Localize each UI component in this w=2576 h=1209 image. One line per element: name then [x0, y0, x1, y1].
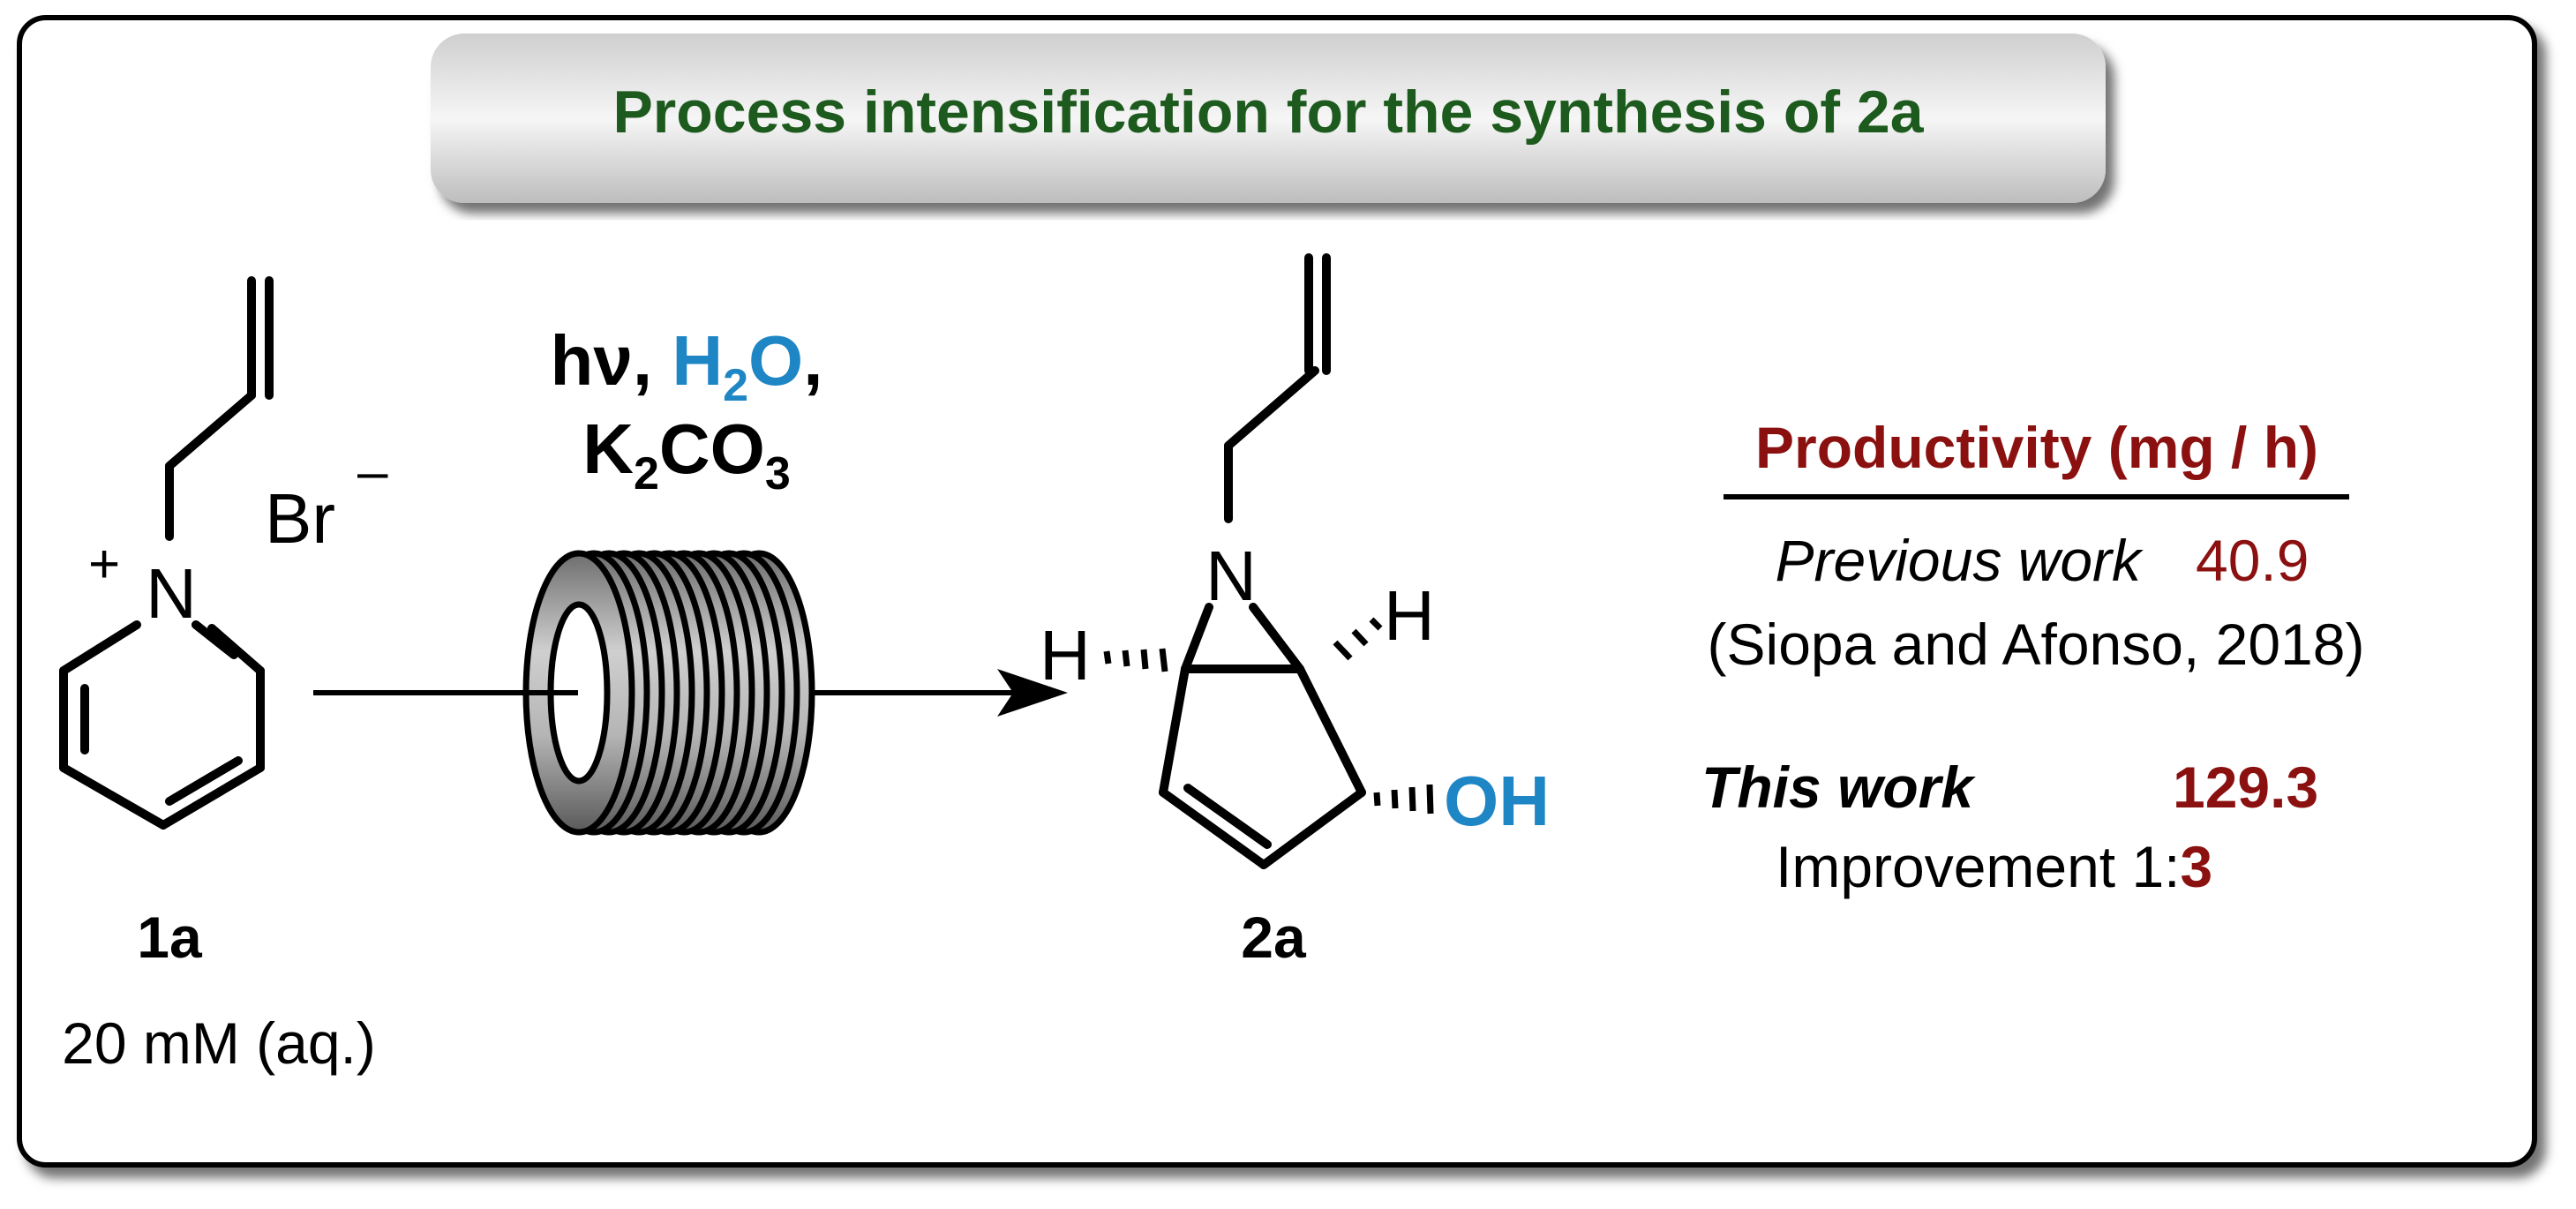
reaction-arrow — [313, 669, 1068, 717]
banner-title: Process intensification for the synthesi… — [612, 79, 1924, 146]
improvement-label: Improvement 1: — [1776, 834, 2181, 899]
stereo-hash-bonds — [1103, 617, 1434, 815]
hydrogen-right: H — [1384, 576, 1435, 655]
improvement-line: Improvement 1:3 — [1776, 834, 2212, 899]
bromide-charge: – — [357, 441, 388, 502]
aziridine-nitrogen: N — [1205, 537, 1257, 615]
previous-work-reference: (Siopa and Afonso, 2018) — [1708, 612, 2365, 677]
bromide-counterion: Br — [265, 479, 335, 558]
structure-2a — [1159, 253, 1366, 869]
compound-label-2a: 2a — [1241, 905, 1307, 970]
compound-label-1a: 1a — [137, 905, 203, 970]
title-banner: Process intensification for the synthesi… — [431, 34, 2106, 203]
productivity-panel: Productivity (mg / h) Previous work 40.9… — [1701, 415, 2364, 899]
improvement-value: 3 — [2181, 834, 2213, 899]
n-plus-charge: + — [88, 534, 120, 595]
previous-work-label: Previous work — [1776, 528, 2144, 593]
hydroxyl-group: OH — [1444, 762, 1550, 840]
concentration-label: 20 mM (aq.) — [62, 1010, 376, 1076]
pyridinium-nitrogen: N — [146, 554, 197, 633]
hydrogen-left: H — [1040, 616, 1091, 695]
photoreactor-coil-icon — [522, 550, 815, 836]
previous-work-value: 40.9 — [2196, 528, 2309, 593]
this-work-label: This work — [1701, 755, 1976, 820]
this-work-value: 129.3 — [2173, 755, 2318, 820]
productivity-heading: Productivity (mg / h) — [1755, 415, 2318, 480]
outer-frame — [17, 15, 2537, 1168]
structure-1a — [59, 276, 274, 830]
conditions-line1: hν, H2O, — [551, 321, 823, 411]
conditions-line2: K2CO3 — [582, 409, 791, 499]
